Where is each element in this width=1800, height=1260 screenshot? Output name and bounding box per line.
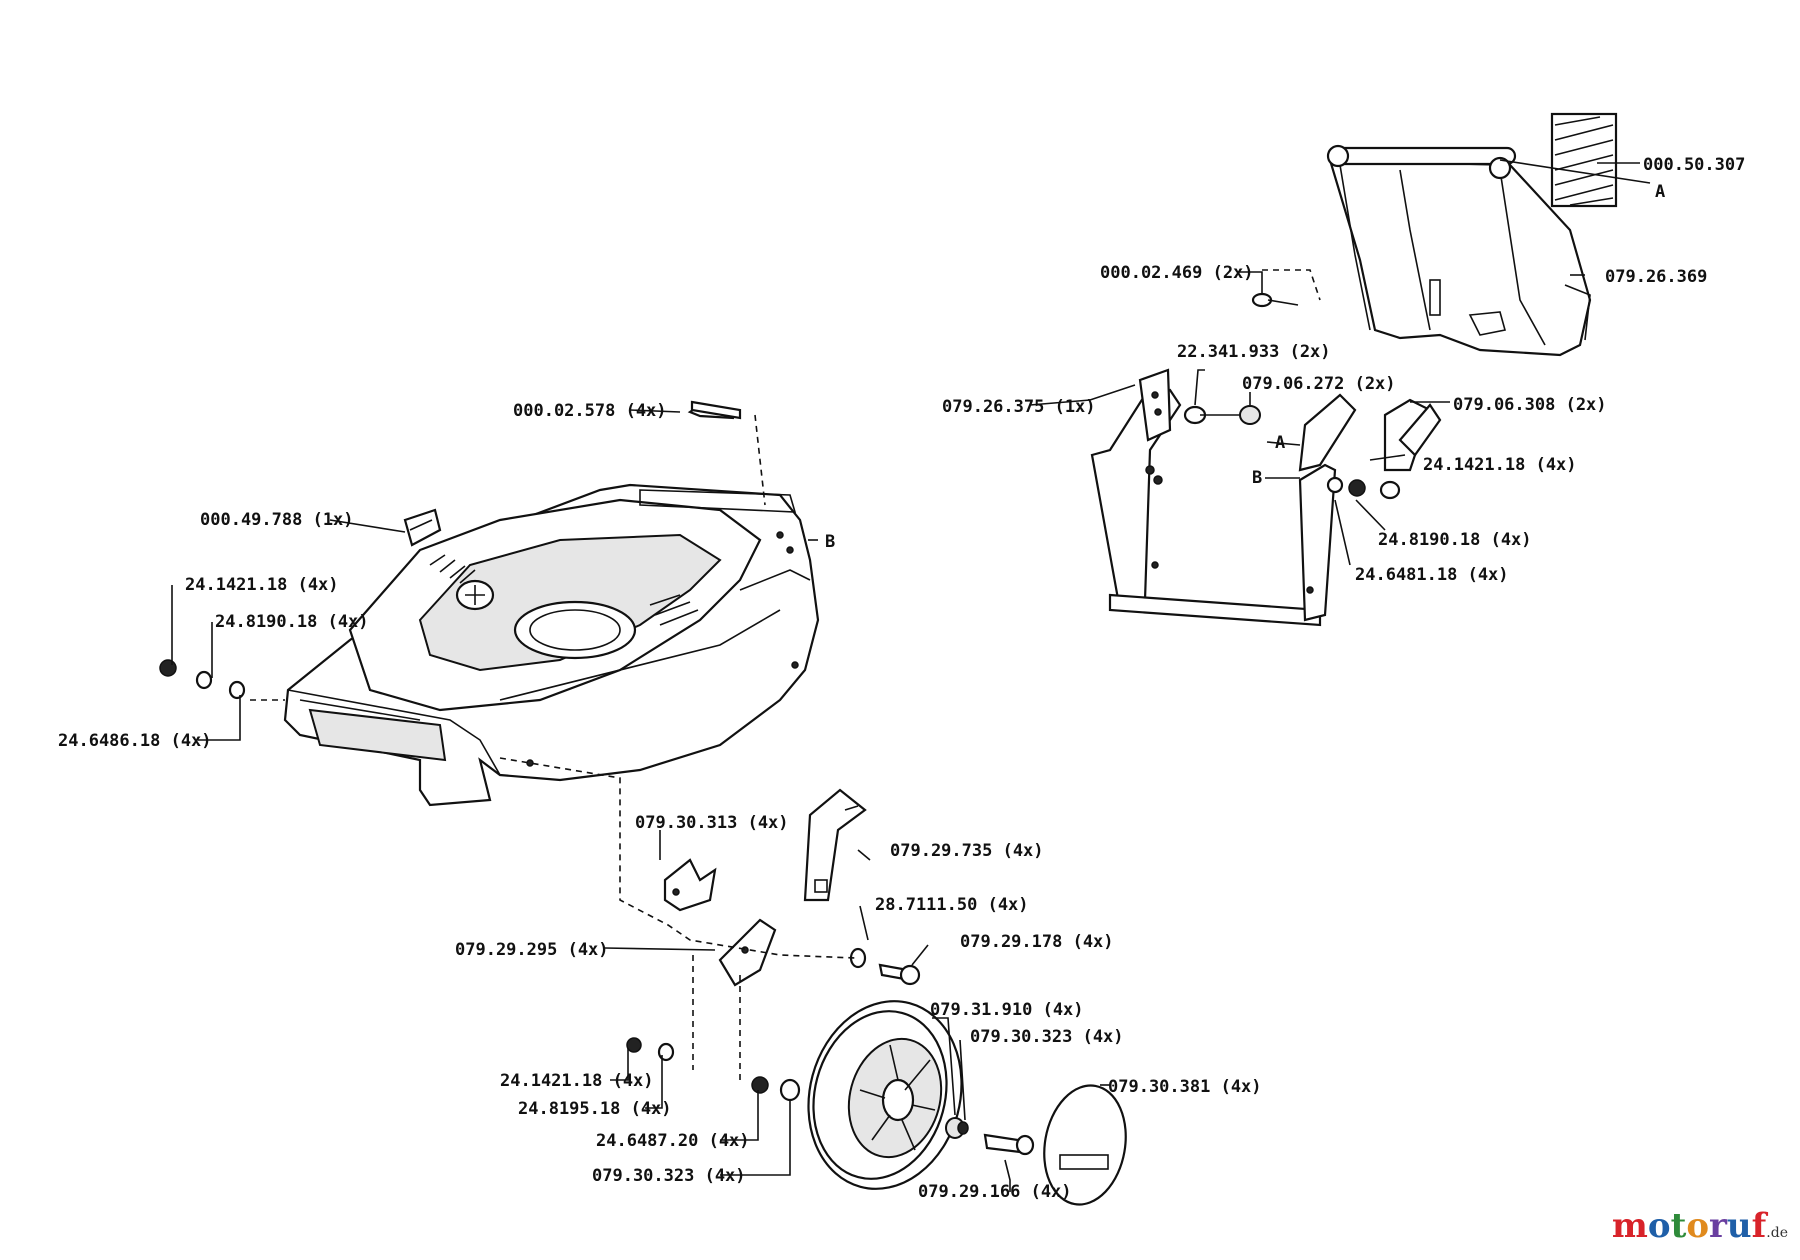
part-label: A — [1275, 433, 1285, 453]
part-label: 24.8195.18 (4x) — [518, 1099, 672, 1119]
part-label: 24.1421.18 (4x) — [1423, 455, 1577, 475]
part-label: 000.49.788 (1x) — [200, 510, 354, 530]
part-label: 24.6486.18 (4x) — [58, 731, 212, 751]
part-label: 24.1421.18 (4x) — [185, 575, 339, 595]
part-label: A — [1655, 182, 1665, 202]
watermark-suffix: .de — [1766, 1225, 1788, 1241]
leader-lines — [171, 159, 1651, 1192]
grass-bag — [1328, 158, 1592, 357]
part-label: 24.6487.20 (4x) — [596, 1131, 750, 1151]
wheel-bracket — [663, 858, 777, 987]
watermark-logo: motoruf.de — [1612, 1206, 1788, 1246]
part-label: 079.06.308 (2x) — [1453, 395, 1607, 415]
watermark-letter: r — [1709, 1206, 1727, 1246]
part-label: B — [825, 532, 835, 552]
part-label: 22.341.933 (2x) — [1177, 342, 1331, 362]
watermark-letter: u — [1726, 1206, 1752, 1246]
part-label: 079.31.910 (4x) — [930, 1000, 1084, 1020]
part-label: 079.26.369 — [1605, 267, 1707, 287]
watermark-letter: m — [1611, 1206, 1648, 1246]
part-label: 28.7111.50 (4x) — [875, 895, 1029, 915]
watermark-letter: o — [1686, 1206, 1709, 1246]
part-label: 079.26.375 (1x) — [942, 397, 1096, 417]
mower-deck — [283, 483, 820, 807]
bag-hardware — [1183, 292, 1401, 500]
part-label: 24.1421.18 (4x) — [500, 1071, 654, 1091]
part-label: B — [1252, 468, 1262, 488]
part-label: 24.8190.18 (4x) — [215, 612, 369, 632]
hatched-label-part — [1550, 112, 1618, 208]
part-label: 000.02.578 (4x) — [513, 401, 667, 421]
watermark-text: motoruf — [1612, 1206, 1766, 1246]
part-label: 24.6481.18 (4x) — [1355, 565, 1509, 585]
part-label: 000.02.469 (2x) — [1100, 263, 1254, 283]
part-label: 079.06.272 (2x) — [1242, 374, 1396, 394]
rear-flap-frame — [1090, 368, 1337, 627]
handle-bar — [1326, 144, 1517, 180]
height-adjust-lever — [803, 788, 867, 902]
part-label: 079.29.166 (4x) — [918, 1182, 1072, 1202]
part-label: 079.30.323 (4x) — [592, 1166, 746, 1186]
part-label: 079.30.313 (4x) — [635, 813, 789, 833]
part-label: 079.29.295 (4x) — [455, 940, 609, 960]
watermark-letter: o — [1647, 1206, 1671, 1246]
part-label: 000.50.307 — [1643, 155, 1745, 175]
part-label: 079.30.381 (4x) — [1108, 1077, 1262, 1097]
part-label: 24.8190.18 (4x) — [1378, 530, 1532, 550]
wheel — [807, 1000, 963, 1190]
part-label: 079.29.735 (4x) — [890, 841, 1044, 861]
watermark-letter: t — [1670, 1206, 1687, 1246]
hinge-bracket — [1298, 393, 1442, 472]
part-label: 079.30.323 (4x) — [970, 1027, 1124, 1047]
watermark-letter: f — [1751, 1206, 1767, 1246]
part-label: 079.29.178 (4x) — [960, 932, 1114, 952]
wheel-cap — [1043, 1084, 1127, 1206]
part-labels: 000.50.307 A 079.26.369 000.02.469 (2x) … — [58, 155, 1745, 1202]
